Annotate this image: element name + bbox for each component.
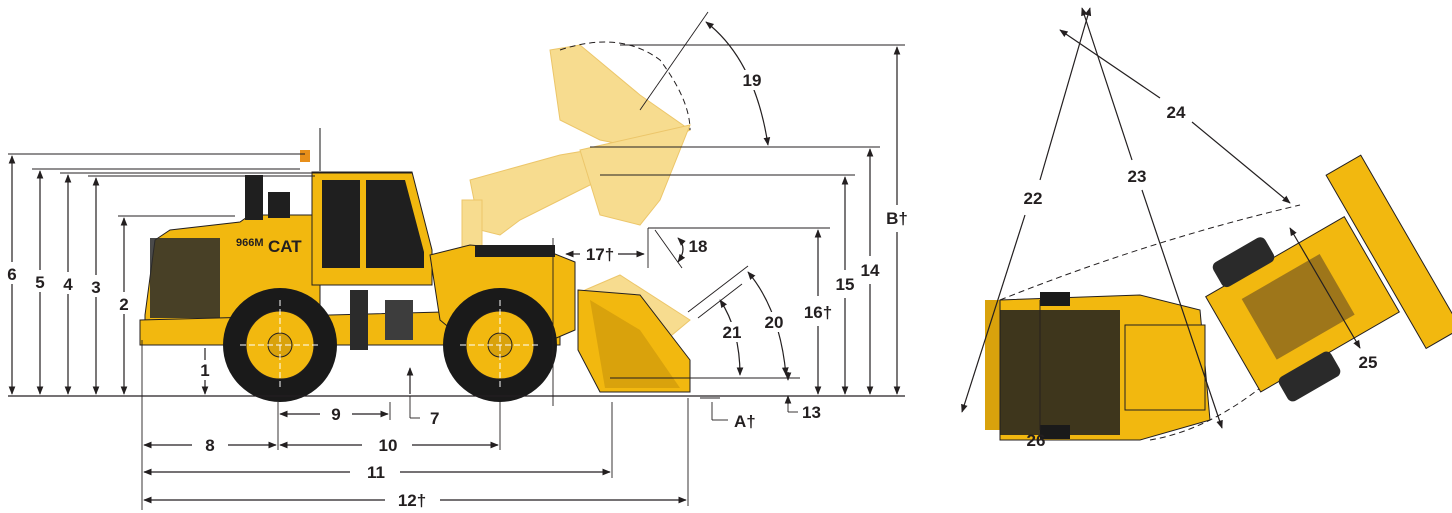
dim-13-label: 13 bbox=[802, 403, 821, 422]
dim-24-label: 24 bbox=[1167, 103, 1186, 122]
dim-19-label: 19 bbox=[743, 71, 762, 90]
model-badge: 966M bbox=[236, 237, 264, 249]
top-view-machine bbox=[985, 154, 1452, 441]
dim-A-label: A† bbox=[734, 412, 756, 431]
dim-B-label: B† bbox=[886, 209, 908, 228]
dim-16-label: 16† bbox=[804, 303, 832, 322]
cat-logo: CAT bbox=[268, 237, 302, 256]
dim-15-label: 15 bbox=[836, 275, 855, 294]
dim-18-label: 18 bbox=[689, 237, 708, 256]
dim-4-label: 4 bbox=[63, 275, 73, 294]
dim-17-label: 17† bbox=[586, 245, 614, 264]
dim-8-label: 8 bbox=[205, 436, 214, 455]
dim-7-label: 7 bbox=[430, 409, 439, 428]
dim-25-label: 25 bbox=[1359, 353, 1378, 372]
dim-21-label: 21 bbox=[723, 323, 742, 342]
side-view: 966M CAT bbox=[2, 11, 908, 510]
dim-3-label: 3 bbox=[91, 278, 100, 297]
dim-26-label: 26 bbox=[1027, 431, 1046, 450]
dim-2-label: 2 bbox=[119, 295, 128, 314]
dim-10-label: 10 bbox=[379, 436, 398, 455]
dim-22-label: 22 bbox=[1024, 189, 1043, 208]
dim-12-label: 12† bbox=[398, 491, 426, 510]
raised-bucket-ghost bbox=[461, 44, 691, 251]
dim-23-label: 23 bbox=[1128, 167, 1147, 186]
dim-14-label: 14 bbox=[861, 261, 880, 280]
dim-9-label: 9 bbox=[331, 405, 340, 424]
dim-20-label: 20 bbox=[765, 313, 784, 332]
dim-5-label: 5 bbox=[35, 273, 44, 292]
dim-1-label: 1 bbox=[200, 361, 209, 380]
top-view: 22 23 24 25 26 bbox=[961, 7, 1452, 450]
wheel-loader-machine: 966M CAT bbox=[139, 128, 691, 402]
dim-6-label: 6 bbox=[7, 265, 16, 284]
dim-11-label: 11 bbox=[367, 463, 385, 482]
